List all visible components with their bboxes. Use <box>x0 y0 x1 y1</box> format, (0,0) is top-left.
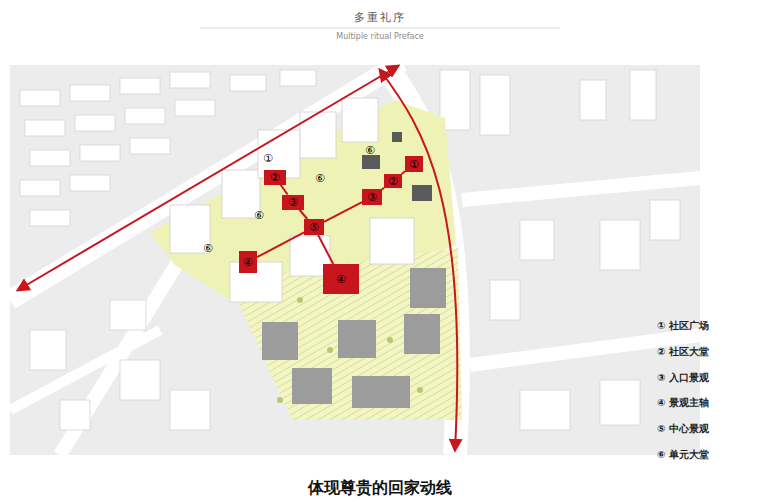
callout-number: ⑥ <box>315 173 325 184</box>
legend-entry: ② 社区大堂 <box>657 345 709 359</box>
landscape-node: ④ <box>239 251 257 273</box>
landscape-node: ③ <box>362 189 382 205</box>
callout-number: ⑥ <box>203 243 213 254</box>
callout-number: ⑥ <box>365 145 375 156</box>
node-number: ③ <box>367 192 377 203</box>
route-line <box>299 210 307 220</box>
legend-entry: ③ 入口景观 <box>657 371 709 385</box>
node-number: ② <box>388 176 398 187</box>
node-number: ④ <box>243 257 253 268</box>
subtitle: Multiple ritual Preface <box>336 33 423 41</box>
route-line <box>257 232 304 257</box>
callout-number: ① <box>263 153 273 164</box>
page-title: 多重礼序 <box>354 10 406 25</box>
landscape-node: ① <box>405 156 423 172</box>
caption: 体现尊贵的回家动线 <box>308 478 452 499</box>
node-number: ② <box>270 172 280 183</box>
node-number: ① <box>409 159 419 170</box>
legend-entry: ⑤ 中心景观 <box>657 422 709 436</box>
node-number: ④ <box>336 274 346 285</box>
node-number: ⑤ <box>309 222 319 233</box>
route-line <box>280 185 287 195</box>
landscape-node: ⑤ <box>304 219 324 235</box>
legend-entry: ⑥ 单元大堂 <box>657 448 709 462</box>
landscape-node: ④ <box>323 264 359 294</box>
landscape-node: ② <box>264 170 286 185</box>
landscape-node: ③ <box>282 195 304 210</box>
legend-entry: ① 社区广场 <box>657 319 709 333</box>
route-line <box>318 235 333 264</box>
route-line <box>382 188 384 190</box>
legend-entry: ④ 景观主轴 <box>657 396 709 410</box>
route-line <box>324 202 362 222</box>
callout-number: ⑥ <box>254 210 264 221</box>
node-number: ③ <box>288 197 298 208</box>
landscape-node: ② <box>384 174 402 188</box>
